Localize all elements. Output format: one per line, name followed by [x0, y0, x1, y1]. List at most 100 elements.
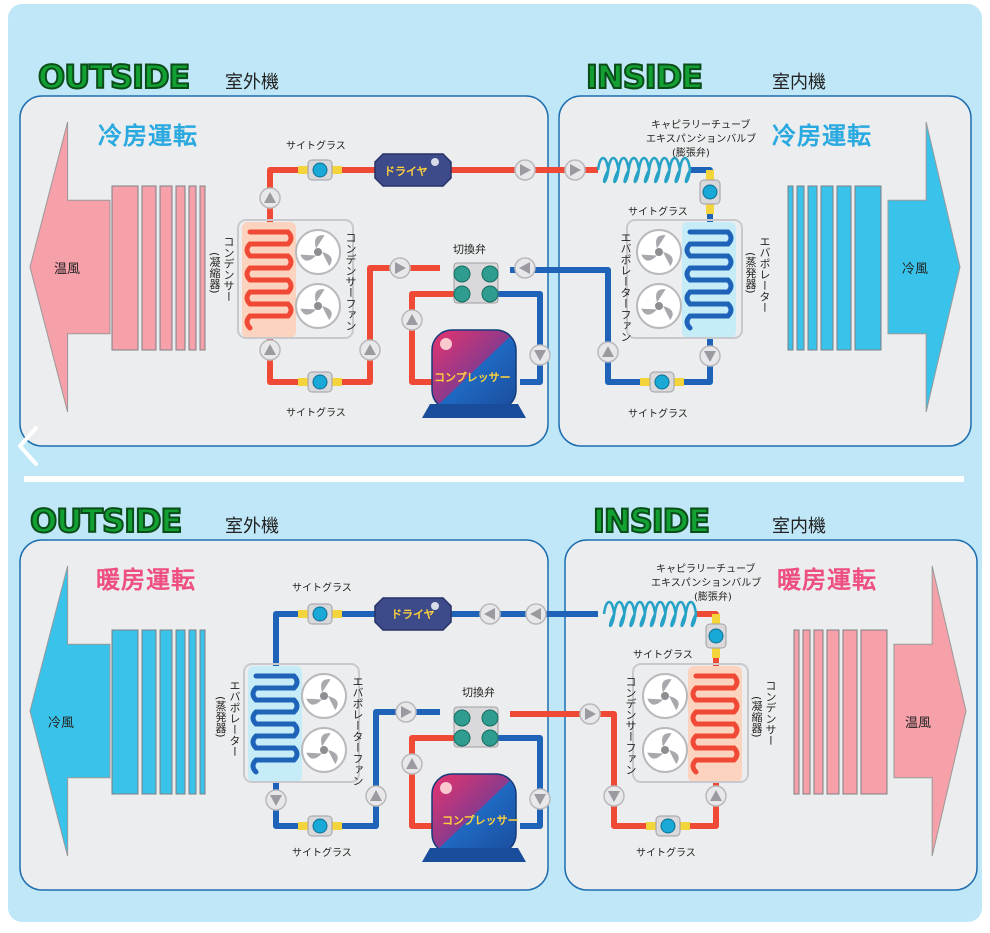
air-bar [175, 629, 186, 795]
fan-icon [295, 229, 341, 275]
flow-arrow-icon [389, 257, 411, 279]
refrigerant-pipe [409, 291, 455, 385]
sight-glass-label-2: サイトグラス [286, 408, 346, 419]
operation-mode-left-2: 暖房運転 [96, 566, 196, 594]
flow-arrow-icon [401, 309, 423, 331]
panel-cooling [19, 95, 972, 447]
capillary-label-5: エキスパンションバルブ [651, 578, 762, 589]
air-bar [813, 629, 824, 795]
outdoor-unit-label-2: 室外機 [225, 516, 279, 537]
left-coil-label: コンデンサー [222, 236, 235, 302]
air-label-left: 温風 [54, 262, 81, 277]
flow-arrow-icon [699, 345, 721, 367]
right-fan-label: エバポレーターファン [619, 232, 632, 342]
capillary-label-4: キャピラリーチューブ [656, 564, 756, 575]
capillary-tube [602, 600, 698, 628]
flow-arrow-icon [265, 789, 287, 811]
capillary-label-1: キャピラリーチューブ [651, 120, 751, 131]
flow-arrow-icon [365, 785, 387, 807]
air-flow-arrow-left [29, 121, 111, 413]
air-bar [111, 629, 139, 795]
flow-arrow-icon [259, 187, 281, 209]
refrigerant-pipe [498, 735, 543, 829]
air-bar [159, 185, 173, 351]
compressor-label: コンプレッサー [434, 371, 511, 384]
flow-arrow-icon [359, 339, 381, 361]
coil-tubes [690, 673, 740, 775]
air-bar [793, 629, 800, 795]
sight-glass-label-3: サイトグラス [628, 207, 688, 218]
refrigerant-pipe [409, 735, 455, 829]
fan-icon [636, 229, 682, 275]
flow-arrow-icon [479, 603, 501, 625]
sight-glass-label-6: サイトグラス [292, 848, 352, 859]
capillary-label-3: (膨張弁) [672, 148, 710, 159]
air-flow-arrow-right [887, 121, 961, 413]
compressor-label-2: コンプレッサー [442, 814, 519, 827]
left-coil-label-2: エバポレーター [228, 680, 241, 757]
sight-glass-icon [298, 603, 342, 625]
left-coil-sub: (凝縮器) [208, 252, 221, 294]
sight-glass-label-1: サイトグラス [286, 141, 346, 152]
sight-glass-icon [640, 371, 684, 393]
flow-arrow-icon [514, 159, 536, 181]
valve-label: 切換弁 [453, 243, 486, 256]
air-bar [807, 185, 818, 351]
refrigerant-pipe [273, 611, 545, 669]
flow-arrow-icon [525, 603, 547, 625]
right-fan-label-2: コンデンサーファン [624, 676, 637, 775]
operation-mode-right: 冷房運転 [772, 122, 872, 150]
operation-mode-right-2: 暖房運転 [777, 566, 877, 594]
air-bar [188, 185, 197, 351]
capillary-tube [596, 156, 692, 184]
outside-tag-2: OUTSIDE [29, 501, 183, 541]
operation-mode-left: 冷房運転 [98, 122, 198, 150]
switching-valve [453, 262, 499, 304]
flow-arrow-icon [529, 344, 551, 366]
left-fan-label-2: エバポレーターファン [351, 676, 364, 786]
sight-glass-icon [646, 815, 690, 837]
compressor-icon [422, 773, 526, 862]
air-bar [141, 185, 157, 351]
flow-arrow-icon [529, 788, 551, 810]
coil-tubes [244, 229, 294, 331]
coil-tubes [250, 673, 300, 775]
flow-arrow-icon [401, 753, 423, 775]
coil-tubes [684, 229, 734, 331]
air-bar [141, 629, 157, 795]
air-bar [802, 629, 811, 795]
sight-glass-icon [699, 170, 721, 214]
sight-glass-label-7: サイトグラス [633, 650, 693, 661]
sight-glass-label-4: サイトグラス [628, 409, 688, 420]
unit-housing [632, 663, 749, 783]
air-bar [820, 185, 834, 351]
right-coil-label: エバポレーター [758, 236, 771, 313]
left-fan-label: コンデンサーファン [344, 232, 357, 331]
unit-housing [626, 219, 743, 339]
unit-housing [237, 219, 354, 339]
chevron-left-icon[interactable] [8, 418, 42, 472]
valve-label-2: 切換弁 [462, 686, 495, 699]
dryer-label-2: ドライヤ [391, 608, 435, 621]
indoor-unit-label-2: 室内機 [772, 516, 826, 537]
flow-arrow-icon [259, 339, 281, 361]
flow-arrow-icon [603, 785, 625, 807]
compressor-icon [422, 329, 526, 418]
inside-tag-2: INSIDE [592, 501, 711, 541]
fan-icon [295, 283, 341, 329]
dryer-label: ドライヤ [384, 165, 428, 178]
flow-arrow-icon [705, 785, 727, 807]
switching-valve [453, 706, 499, 748]
fan-icon [636, 283, 682, 329]
air-label-left-2: 冷風 [48, 716, 75, 731]
sight-glass-icon [298, 815, 342, 837]
air-bar [826, 629, 840, 795]
air-bar [860, 629, 888, 795]
refrigerant-pipe [498, 291, 543, 385]
divider [24, 476, 964, 482]
sight-glass-label-5: サイトグラス [292, 583, 352, 594]
air-bar [787, 185, 794, 351]
flow-arrow-icon [597, 341, 619, 363]
air-bar [175, 185, 186, 351]
